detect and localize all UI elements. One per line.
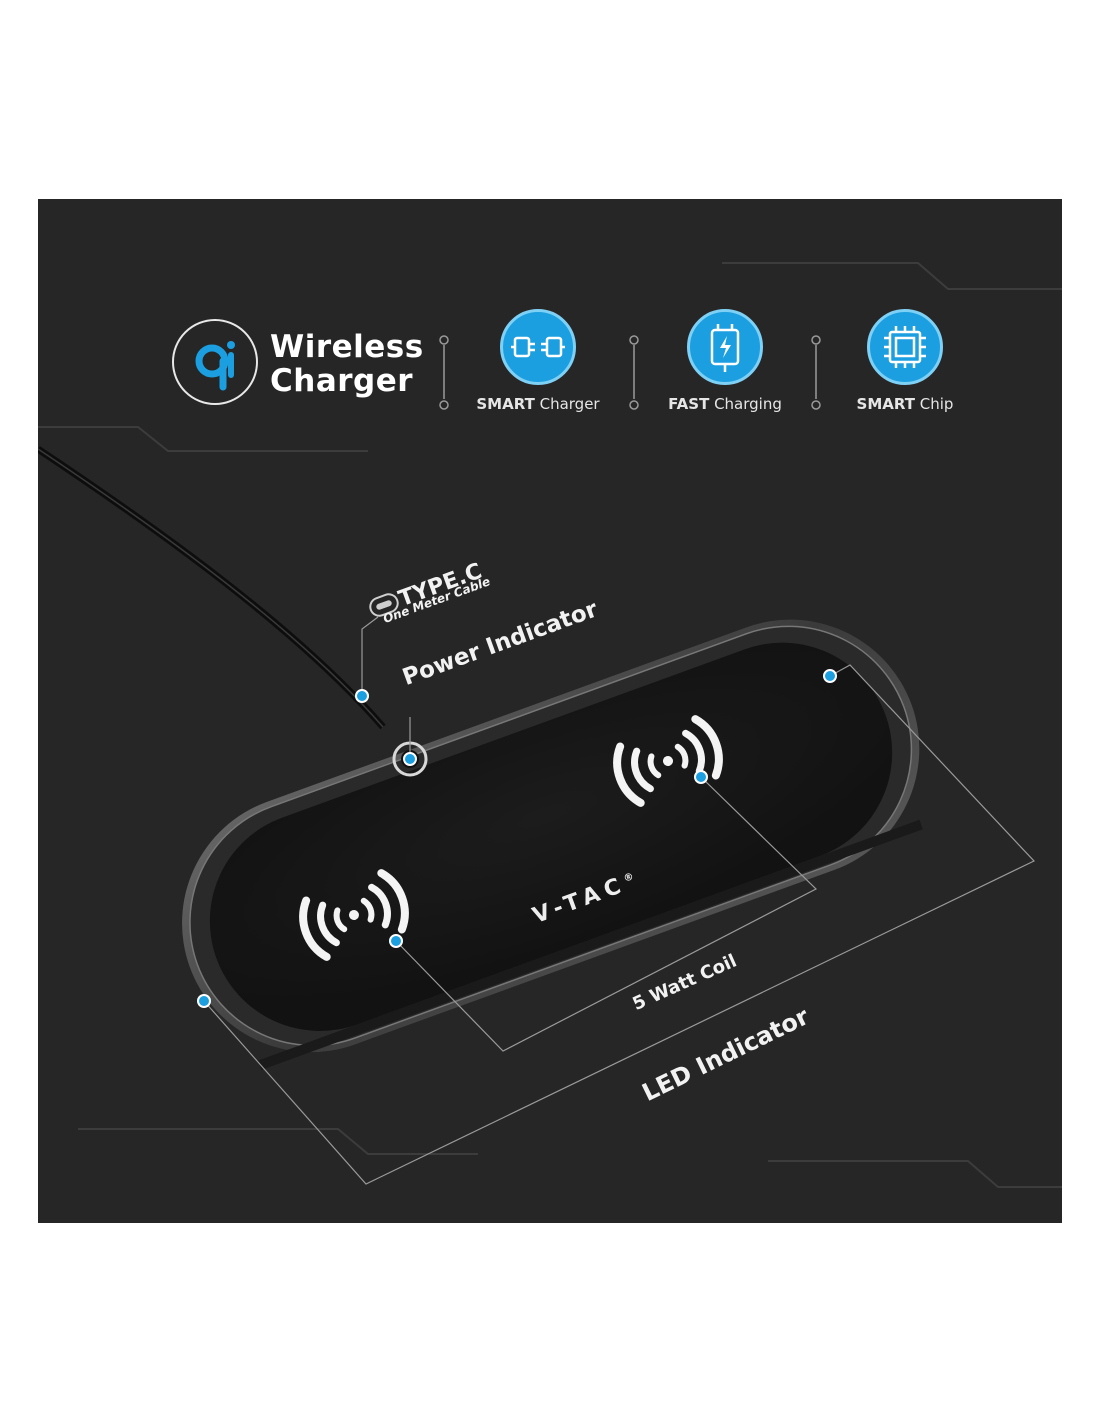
- wireless-wave-icon-right: [613, 715, 723, 807]
- feature-label-smart-chip: SMART Chip: [856, 395, 954, 413]
- type-c-port-icon: [369, 593, 399, 617]
- feature-label-fast-charging: FAST Charging: [668, 395, 782, 413]
- callout-dots: [197, 669, 837, 1008]
- product-infographic: Wireless Charger SMART Charger: [38, 199, 1062, 1223]
- feature-smart-charger: SMART Charger: [458, 309, 618, 419]
- fast-charging-icon: [687, 309, 763, 385]
- feature-smart-chip: SMART Chip: [825, 309, 985, 419]
- usb-cable: [38, 446, 386, 730]
- feature-fast-charging: FAST Charging: [645, 309, 805, 419]
- brand-title-line1: Wireless: [270, 329, 424, 365]
- header-separators: [439, 335, 821, 410]
- smart-chip-icon: [867, 309, 943, 385]
- wireless-wave-icon-left: [299, 869, 409, 961]
- callout-leader-lines: [203, 616, 1035, 1185]
- feature-label-smart-charger: SMART Charger: [476, 395, 600, 413]
- smart-charger-icon: [500, 309, 576, 385]
- qi-logo-icon: [172, 319, 258, 405]
- brand-block: Wireless Charger: [172, 319, 472, 419]
- circuit-traces: [38, 262, 1062, 1188]
- brand-title-line2: Charger: [270, 363, 414, 399]
- charging-pad: [182, 619, 923, 1070]
- infographic-drawing: [38, 262, 1062, 1188]
